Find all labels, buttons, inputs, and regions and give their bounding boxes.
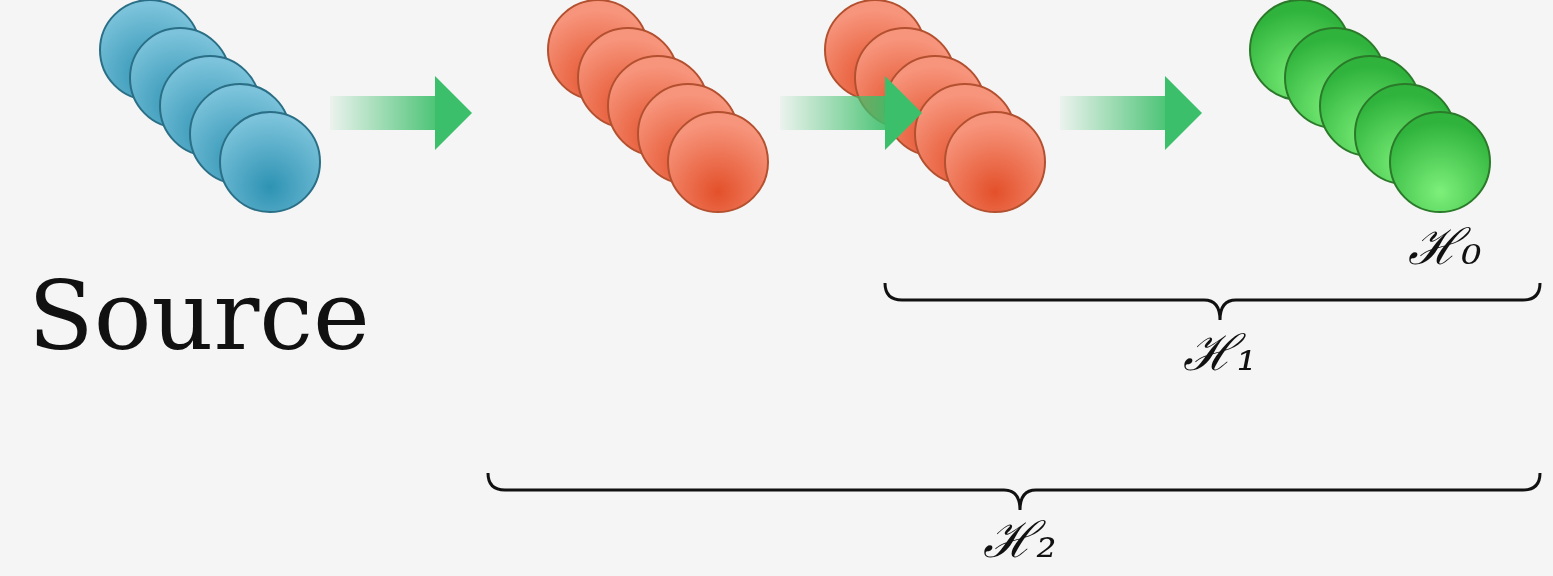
red-stack — [548, 0, 768, 212]
source-label: Source — [28, 268, 370, 364]
hypothesis-label: ℋ₁ — [1183, 328, 1256, 378]
green-arrow — [1060, 76, 1202, 150]
green-arrow — [330, 76, 472, 150]
green-stack — [1250, 0, 1490, 212]
bracket — [488, 473, 1540, 510]
blue-stack — [100, 0, 320, 212]
hypothesis-label: ℋ₂ — [983, 515, 1056, 565]
hypothesis-label: ℋ₀ — [1408, 222, 1481, 272]
green-arrow — [780, 76, 922, 150]
bracket — [885, 283, 1540, 320]
